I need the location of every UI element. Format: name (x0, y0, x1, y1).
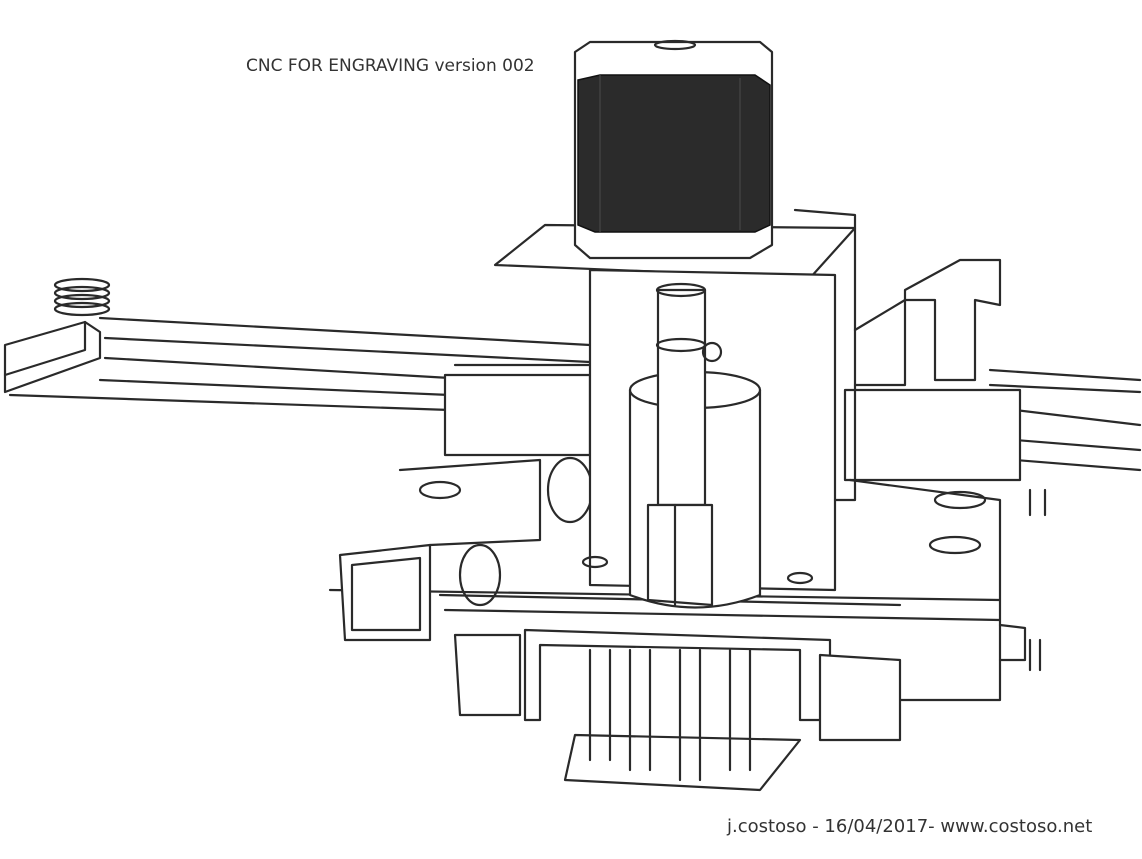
right-rail (853, 258, 1142, 472)
drawing-title: CNC FOR ENGRAVING version 002 (246, 56, 535, 76)
spindle-shaft (646, 282, 723, 607)
spring (53, 277, 111, 317)
author-credit: j.costoso - 16/04/2017- www.costoso.net (727, 816, 1093, 837)
right-carriage-block (843, 388, 1022, 482)
lower-frame (328, 456, 1047, 792)
stepper-motor (573, 39, 774, 260)
left-carriage-block (443, 363, 592, 457)
left-rail (3, 316, 592, 412)
